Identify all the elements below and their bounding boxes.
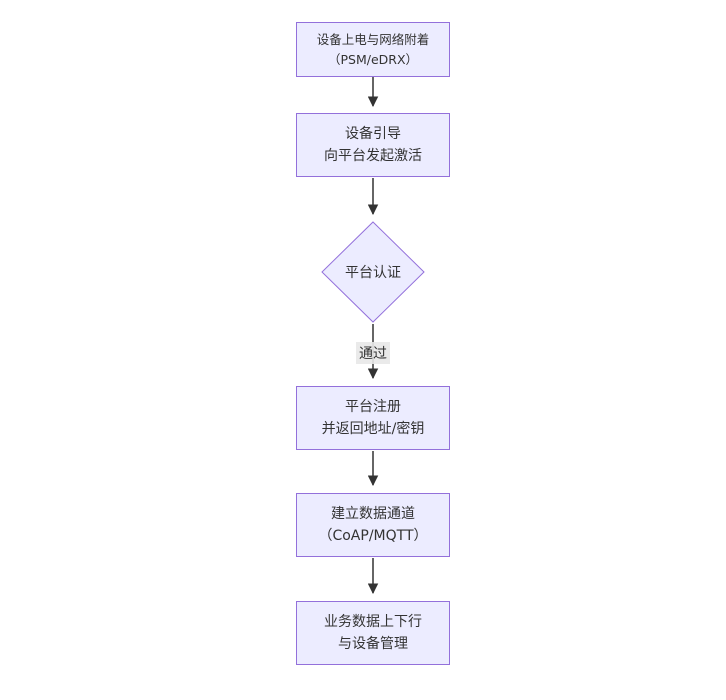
node-data-channel-line2: （CoAP/MQTT） [318, 528, 428, 544]
node-register-line2: 并返回地址/密钥 [321, 421, 425, 437]
node-data-channel-line1: 建立数据通道 [331, 506, 415, 522]
node-power-on-line1: 设备上电与网络附着 [316, 31, 430, 47]
edge-label-pass: 通过 [356, 342, 390, 364]
node-data-channel: 建立数据通道 （CoAP/MQTT） [296, 493, 450, 557]
node-bootstrap-line1: 设备引导 [345, 126, 401, 142]
node-auth-decision: 平台认证 [321, 221, 425, 323]
node-bootstrap: 设备引导 向平台发起激活 [296, 113, 450, 177]
node-power-on-line2: （PSM/eDRX） [327, 51, 419, 67]
node-register: 平台注册 并返回地址/密钥 [296, 386, 450, 450]
diamond-shape-icon [321, 221, 425, 323]
node-business-line2: 与设备管理 [338, 636, 408, 652]
node-bootstrap-line2: 向平台发起激活 [324, 148, 422, 164]
node-power-on: 设备上电与网络附着 （PSM/eDRX） [296, 22, 450, 77]
node-business: 业务数据上下行 与设备管理 [296, 601, 450, 665]
node-auth-label: 平台认证 [345, 265, 401, 281]
node-register-line1: 平台注册 [345, 399, 401, 415]
node-business-line1: 业务数据上下行 [324, 614, 422, 630]
